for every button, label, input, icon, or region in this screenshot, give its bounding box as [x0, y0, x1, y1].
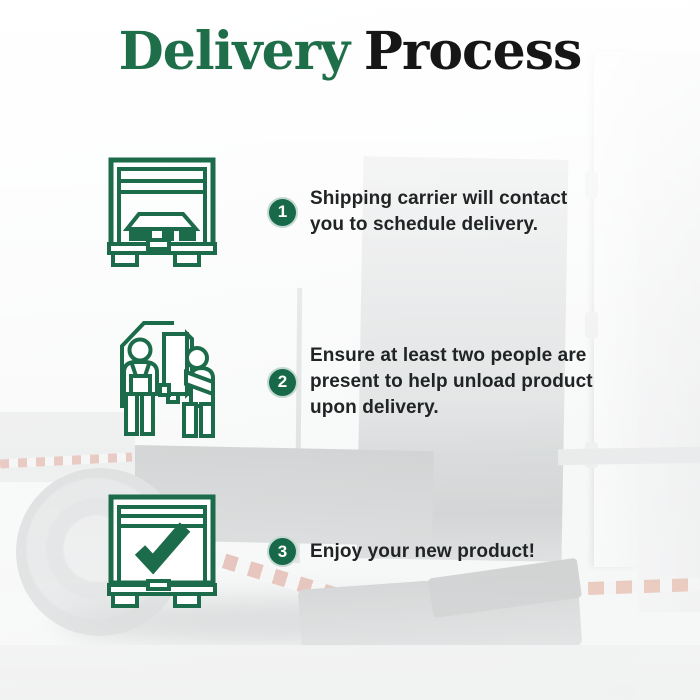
step-row-2: 2 Ensure at least two people are present…	[267, 343, 650, 421]
step-number-badge: 1	[267, 196, 298, 228]
step-row-3: 3 Enjoy your new product!	[267, 536, 650, 567]
step-number-badge: 2	[267, 366, 298, 398]
step-number-badge: 3	[267, 536, 298, 567]
step-row-1: 1 Shipping carrier will contact you to s…	[267, 186, 650, 238]
box-checkmark-icon	[107, 493, 217, 611]
step-text: Enjoy your new product!	[310, 540, 536, 562]
title-word-delivery: Delivery	[118, 21, 351, 82]
step-text: Ensure at least two people are present t…	[310, 345, 593, 418]
loading-dock-pallet-icon	[107, 154, 217, 268]
step-text: Shipping carrier will contact you to sch…	[310, 188, 568, 235]
two-people-carrying-box-icon	[112, 316, 236, 448]
title-word-process: Process	[363, 21, 582, 82]
